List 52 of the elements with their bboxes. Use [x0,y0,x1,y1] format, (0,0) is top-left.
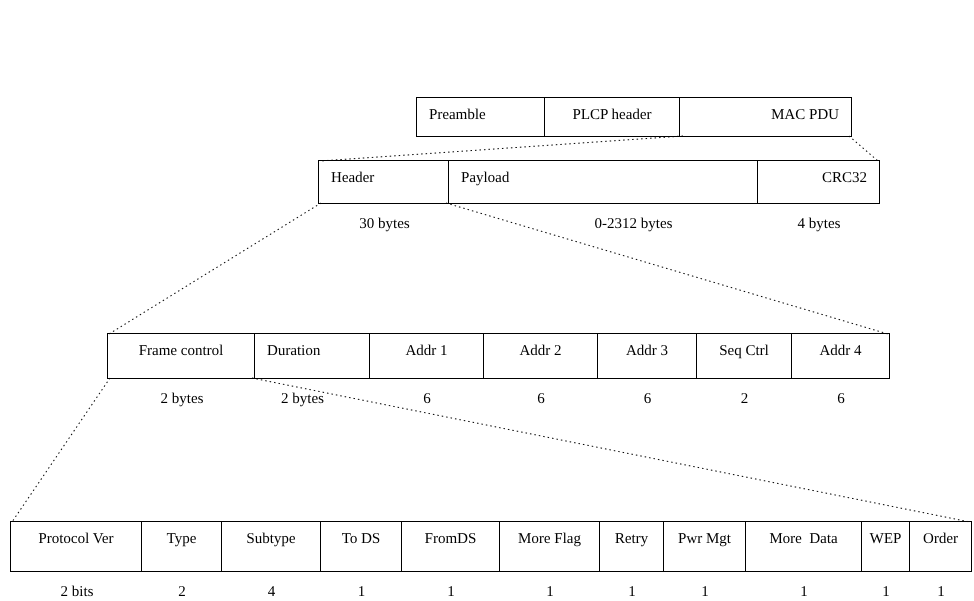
size-label: 6 [837,390,845,409]
size-label: 2 [178,583,186,601]
projection-line [320,136,684,162]
field-name: Subtype [246,530,296,549]
field-name: Duration [267,342,320,361]
field-name: Addr 4 [819,342,862,361]
field-name: Payload [461,169,510,188]
size-label: 6 [644,390,652,409]
field-name: Addr 1 [405,342,448,361]
size-label: 1 [937,583,945,601]
size-label: 0-2312 bytes [594,215,672,234]
field-name: PLCP header [572,106,652,125]
size-label: 1 [882,583,890,601]
size-label: 1 [447,583,455,601]
field-name: Addr 3 [626,342,668,361]
size-label: 1 [628,583,636,601]
projection-line [12,378,110,522]
field-name: Header [331,169,374,188]
size-label: 6 [537,390,545,409]
field-name: To DS [342,530,380,549]
size-label: 4 [268,583,276,601]
projection-line [446,202,888,334]
field-name: Type [166,530,196,549]
field-cell [545,97,680,137]
field-name: Pwr Mgt [678,530,731,549]
size-label: 2 bits [60,583,94,601]
size-label: 1 [701,583,709,601]
field-name: WEP [870,530,902,549]
size-label: 6 [423,390,431,409]
size-label: 2 bytes [281,390,324,409]
projection-line [848,136,878,162]
size-label: 1 [800,583,808,601]
size-label: 30 bytes [359,215,410,234]
field-name: Frame control [138,342,224,361]
field-name: MAC PDU [771,106,839,125]
field-name: More Data [769,530,838,549]
size-label: 4 bytes [798,215,840,234]
field-name: CRC32 [822,169,867,188]
size-label: 1 [358,583,366,601]
size-label: 2 bytes [160,390,204,409]
size-label: 1 [546,583,554,601]
field-name: FromDS [424,530,476,549]
field-name: Retry [614,530,648,549]
field-name: Preamble [429,106,486,125]
field-name: Seq Ctrl [719,342,769,361]
field-name: Order [923,530,958,549]
field-name: Protocol Ver [38,530,114,549]
field-name: More Flag [518,530,581,549]
field-cell [680,97,852,137]
field-cell [416,97,545,137]
field-name: Addr 2 [519,342,562,361]
size-label: 2 [740,390,748,409]
